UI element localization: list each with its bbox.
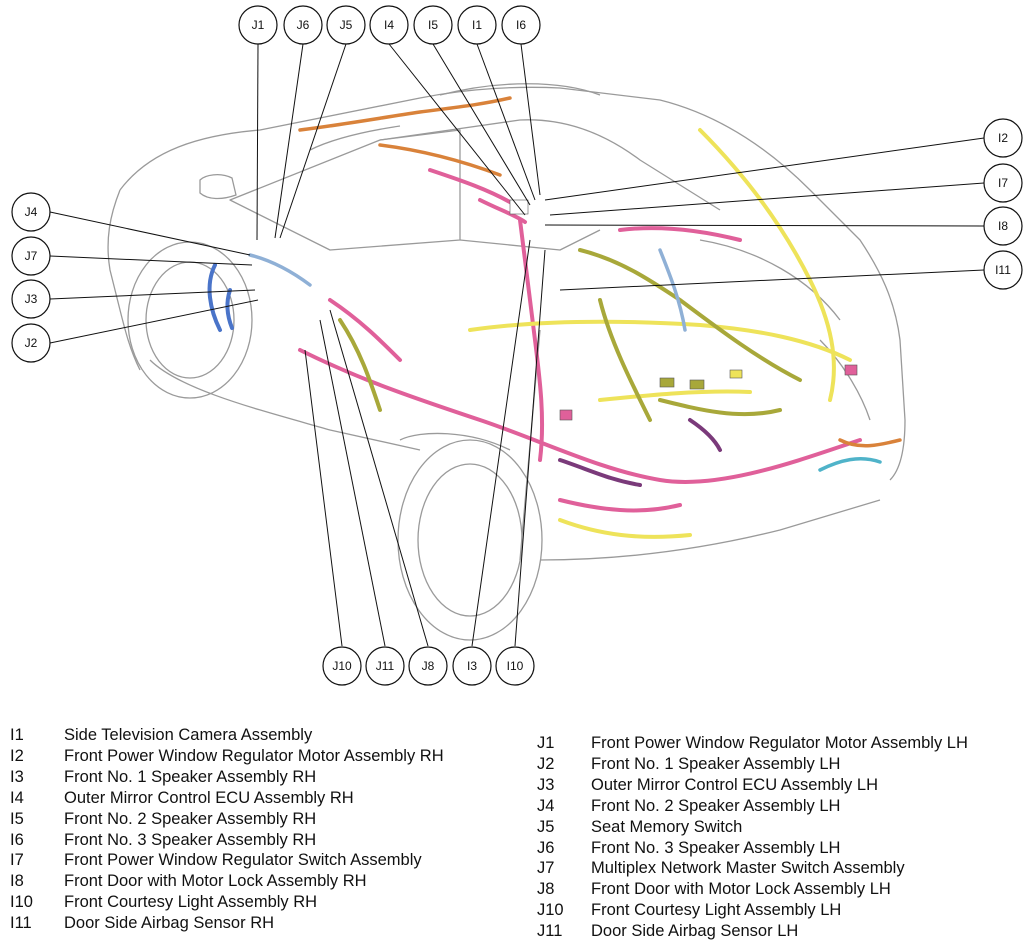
wire-harness-pink (298, 168, 862, 513)
callout-I5: I5 (428, 18, 438, 32)
leader-lines (49, 43, 985, 647)
legend-label: Front Power Window Regulator Motor Assem… (591, 734, 968, 752)
legend-item: I5 Front No. 2 Speaker Assembly RH (10, 809, 444, 830)
legend-code: I7 (10, 851, 24, 870)
legend-item: I4 Outer Mirror Control ECU Assembly RH (10, 788, 444, 809)
legend-label: Front Power Window Regulator Motor Assem… (64, 746, 444, 765)
legend-item: J8 Front Door with Motor Lock Assembly LH (537, 879, 968, 900)
legend-item: I2 Front Power Window Regulator Motor Ass… (10, 746, 444, 767)
callout-circles (11, 5, 1023, 686)
legend-code: J11 (537, 922, 563, 941)
legend-code: J5 (537, 817, 555, 836)
callout-I10: I10 (507, 659, 524, 673)
wire-harness-purple (558, 418, 722, 487)
legend-code: J6 (537, 838, 555, 857)
wiring-diagram: J1 J6 J5 I4 I5 I1 I6 I2 I7 I8 I11 J4 J7 … (11, 5, 1023, 686)
legend-code: J2 (537, 754, 555, 773)
legend-item: I6 Front No. 3 Speaker Assembly RH (10, 830, 444, 851)
callout-I3: I3 (467, 659, 477, 673)
callout-J8: J8 (422, 659, 435, 673)
callout-I11: I11 (995, 263, 1011, 277)
legend-item: J11 Door Side Airbag Sensor LH (537, 921, 968, 942)
legend-item: I11 Door Side Airbag Sensor RH (10, 913, 444, 934)
callout-I4: I4 (384, 18, 394, 32)
legend-code: I11 (10, 914, 32, 933)
legend-label: Front No. 1 Speaker Assembly LH (591, 754, 841, 773)
legend-code: I10 (10, 893, 33, 912)
legend-label: Front Door with Motor Lock Assembly RH (64, 872, 367, 891)
wire-harness-lightblue (248, 248, 687, 332)
legend-code: I6 (10, 830, 24, 849)
legend-code: I5 (10, 809, 24, 828)
callout-J2: J2 (25, 336, 38, 350)
legend-label: Seat Memory Switch (591, 817, 743, 836)
legend-code: I4 (10, 788, 24, 807)
legend-code: J1 (537, 734, 555, 752)
legend-code: J10 (537, 901, 564, 920)
callout-J10: J10 (332, 659, 352, 673)
callout-J1: J1 (252, 18, 265, 32)
legend-item: I3 Front No. 1 Speaker Assembly RH (10, 767, 444, 788)
callout-I6: I6 (516, 18, 526, 32)
callout-J6: J6 (297, 18, 310, 32)
callout-J5: J5 (340, 18, 353, 32)
callout-J11: J11 (376, 659, 395, 673)
legend-code: I1 (10, 726, 24, 744)
legend-label: Front Courtesy Light Assembly RH (64, 893, 318, 912)
legend-item: J10 Front Courtesy Light Assembly LH (537, 900, 968, 921)
legend-item: J7 Multiplex Network Master Switch Assemb… (537, 858, 968, 879)
wire-harness-orange (298, 96, 902, 448)
legend-label: Front No. 3 Speaker Assembly RH (64, 830, 317, 849)
legend-label: Front No. 2 Speaker Assembly LH (591, 796, 841, 815)
wire-harness-olive (338, 248, 802, 422)
legend-label: Front Power Window Regulator Switch Asse… (64, 851, 422, 870)
legend-label: Multiplex Network Master Switch Assembly (591, 859, 905, 878)
legend-label: Front No. 3 Speaker Assembly LH (591, 838, 841, 857)
legend-item: J2 Front No. 1 Speaker Assembly LH (537, 754, 968, 775)
legend-item: J4 Front No. 2 Speaker Assembly LH (537, 796, 968, 817)
wire-harness-blue (207, 263, 234, 332)
connector-blocks (509, 199, 858, 421)
legend-code: J3 (537, 775, 555, 794)
legend-label: Outer Mirror Control ECU Assembly RH (64, 788, 354, 807)
callout-I1: I1 (472, 18, 482, 32)
callout-I7: I7 (998, 176, 1008, 190)
wire-harness-yellow (468, 128, 852, 539)
legend-item: J1 Front Power Window Regulator Motor Ass… (537, 733, 968, 754)
legend-code: J8 (537, 880, 555, 899)
legend-item: I8 Front Door with Motor Lock Assembly RH (10, 871, 444, 892)
callout-I2: I2 (998, 131, 1008, 145)
legend-label: Front Courtesy Light Assembly LH (591, 901, 842, 920)
callout-labels: J1 J6 J5 I4 I5 I1 I6 I2 I7 I8 I11 J4 J7 … (25, 18, 1012, 673)
callout-J4: J4 (25, 205, 38, 219)
legend-label: Front No. 2 Speaker Assembly RH (64, 809, 317, 828)
legend-code: J4 (537, 796, 555, 815)
legend-label: Outer Mirror Control ECU Assembly LH (591, 775, 878, 794)
legend-code: J7 (537, 859, 555, 878)
legend-item: J3 Outer Mirror Control ECU Assembly LH (537, 775, 968, 796)
legend-label: Door Side Airbag Sensor LH (591, 922, 799, 941)
callout-J3: J3 (25, 292, 38, 306)
legend-item: J5 Seat Memory Switch (537, 817, 968, 838)
legend-lh: J1 Front Power Window Regulator Motor Ass… (537, 733, 968, 942)
callout-J7: J7 (25, 249, 38, 263)
legend-item: I10 Front Courtesy Light Assembly RH (10, 892, 444, 913)
legend-label: Front No. 1 Speaker Assembly RH (64, 767, 317, 786)
callout-I8: I8 (998, 219, 1008, 233)
legend-label: Door Side Airbag Sensor RH (64, 914, 275, 933)
legend-label: Side Television Camera Assembly (64, 726, 313, 744)
car-outline (107, 83, 906, 641)
legend-label: Front Door with Motor Lock Assembly LH (591, 880, 891, 899)
legend-item: J6 Front No. 3 Speaker Assembly LH (537, 838, 968, 859)
legend-code: I8 (10, 872, 24, 891)
legend-code: I2 (10, 746, 24, 765)
legend-item: I7 Front Power Window Regulator Switch As… (10, 850, 444, 871)
legend-code: I3 (10, 767, 24, 786)
legend-item: I1 Side Television Camera Assembly (10, 725, 444, 746)
wire-harness-cyan (818, 456, 882, 472)
